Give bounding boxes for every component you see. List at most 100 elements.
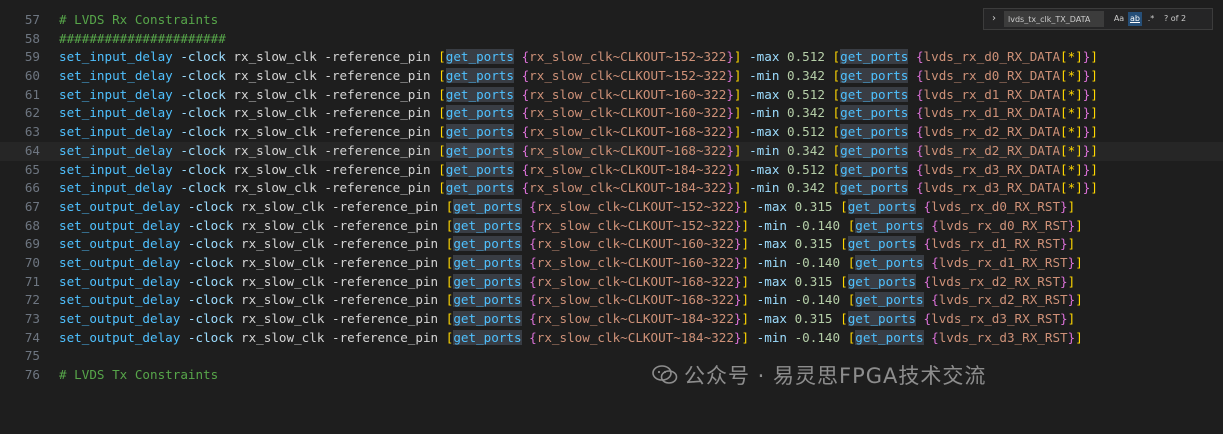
match-whole-word-button[interactable]: ab xyxy=(1128,12,1142,26)
code-token: { xyxy=(923,198,932,214)
code-token: { xyxy=(529,273,537,289)
code-token: } xyxy=(1067,254,1076,270)
code-token: [ xyxy=(832,86,841,102)
code-line[interactable]: 58###################### xyxy=(0,30,1223,49)
code-token: } xyxy=(733,329,742,345)
code-token: get_ports xyxy=(855,217,924,233)
code-token: 0.342 xyxy=(787,142,825,158)
code-token: 0.512 xyxy=(787,124,825,140)
code-token xyxy=(833,274,841,289)
code-token xyxy=(840,330,848,345)
code-token xyxy=(908,49,916,64)
code-token: } xyxy=(733,311,742,326)
code-token: set_input_delay xyxy=(59,105,173,121)
code-token: } xyxy=(1067,329,1076,345)
code-token xyxy=(916,311,924,326)
code-token: } xyxy=(1060,198,1068,214)
code-token: rx_slow_clk xyxy=(241,292,325,308)
code-token: { xyxy=(521,49,530,65)
code-text: # LVDS Rx Constraints xyxy=(59,11,1223,30)
code-token xyxy=(514,143,522,158)
code-token: lvds_rx_d2_RX_DATA xyxy=(923,142,1061,158)
code-token: [ xyxy=(840,273,848,289)
code-token: 0.342 xyxy=(787,180,825,196)
code-token xyxy=(825,49,833,64)
code-text: ###################### xyxy=(59,30,1223,49)
code-token xyxy=(833,199,841,214)
code-token: } xyxy=(1082,124,1091,140)
code-token: -clock xyxy=(172,142,234,158)
match-case-button[interactable]: Aa xyxy=(1113,14,1125,23)
line-number: 59 xyxy=(24,49,40,65)
code-text: set_output_delay -clock rx_slow_clk -ref… xyxy=(59,291,1223,310)
code-token: -reference_pin xyxy=(316,49,439,65)
code-token: rx_slow_clk~CLKOUT~184~322 xyxy=(529,161,727,177)
code-text: set_output_delay -clock rx_slow_clk -ref… xyxy=(59,235,1223,254)
code-token: get_ports xyxy=(445,161,514,177)
code-token: ] xyxy=(733,105,742,121)
code-token xyxy=(916,236,924,251)
code-token: [ xyxy=(847,217,856,233)
code-token: get_ports xyxy=(847,236,916,252)
code-token xyxy=(514,68,522,83)
code-text: set_input_delay -clock rx_slow_clk -refe… xyxy=(59,142,1223,161)
code-line[interactable]: 75 xyxy=(0,347,1223,366)
code-token: [ xyxy=(438,49,446,65)
code-token: get_ports xyxy=(453,198,522,214)
code-token: [*] xyxy=(1060,86,1083,102)
code-line[interactable]: 76# LVDS Tx Constraints xyxy=(0,366,1223,385)
use-regex-button[interactable]: .* xyxy=(1147,14,1155,23)
code-token xyxy=(833,236,841,251)
toggle-replace-icon[interactable]: › xyxy=(992,13,996,24)
code-token: -clock xyxy=(172,124,234,140)
code-token: ] xyxy=(1075,292,1083,308)
code-token: [ xyxy=(445,236,454,252)
code-token: -max xyxy=(741,124,787,140)
code-token: [*] xyxy=(1060,124,1083,140)
code-token: } xyxy=(726,124,734,140)
code-token xyxy=(908,68,916,83)
find-input[interactable] xyxy=(1004,11,1104,27)
code-token: set_output_delay xyxy=(59,273,181,289)
code-token: set_output_delay xyxy=(59,217,181,233)
code-token: [ xyxy=(445,254,454,270)
code-token: get_ports xyxy=(840,105,909,121)
code-token: [ xyxy=(847,329,856,345)
code-text: set_output_delay -clock rx_slow_clk -ref… xyxy=(59,273,1223,292)
line-number: 73 xyxy=(24,311,40,326)
code-token: } xyxy=(1060,311,1068,326)
code-token: rx_slow_clk~CLKOUT~168~322 xyxy=(529,124,727,140)
code-token: -min xyxy=(749,329,795,345)
code-token: get_ports xyxy=(847,273,916,289)
line-number: 76 xyxy=(24,367,40,383)
code-token: get_ports xyxy=(855,292,924,308)
code-token: [ xyxy=(832,49,841,65)
code-token: -reference_pin xyxy=(324,273,446,289)
code-line[interactable]: 57# LVDS Rx Constraints xyxy=(0,11,1223,30)
code-token: set_input_delay xyxy=(59,86,173,102)
code-token: rx_slow_clk~CLKOUT~160~322 xyxy=(529,105,727,121)
code-token: rx_slow_clk xyxy=(233,49,317,65)
code-token: -reference_pin xyxy=(324,217,446,233)
code-token: -clock xyxy=(180,329,241,345)
code-token: [ xyxy=(847,292,856,308)
code-token: -min xyxy=(749,217,795,233)
code-token: [ xyxy=(832,68,841,84)
